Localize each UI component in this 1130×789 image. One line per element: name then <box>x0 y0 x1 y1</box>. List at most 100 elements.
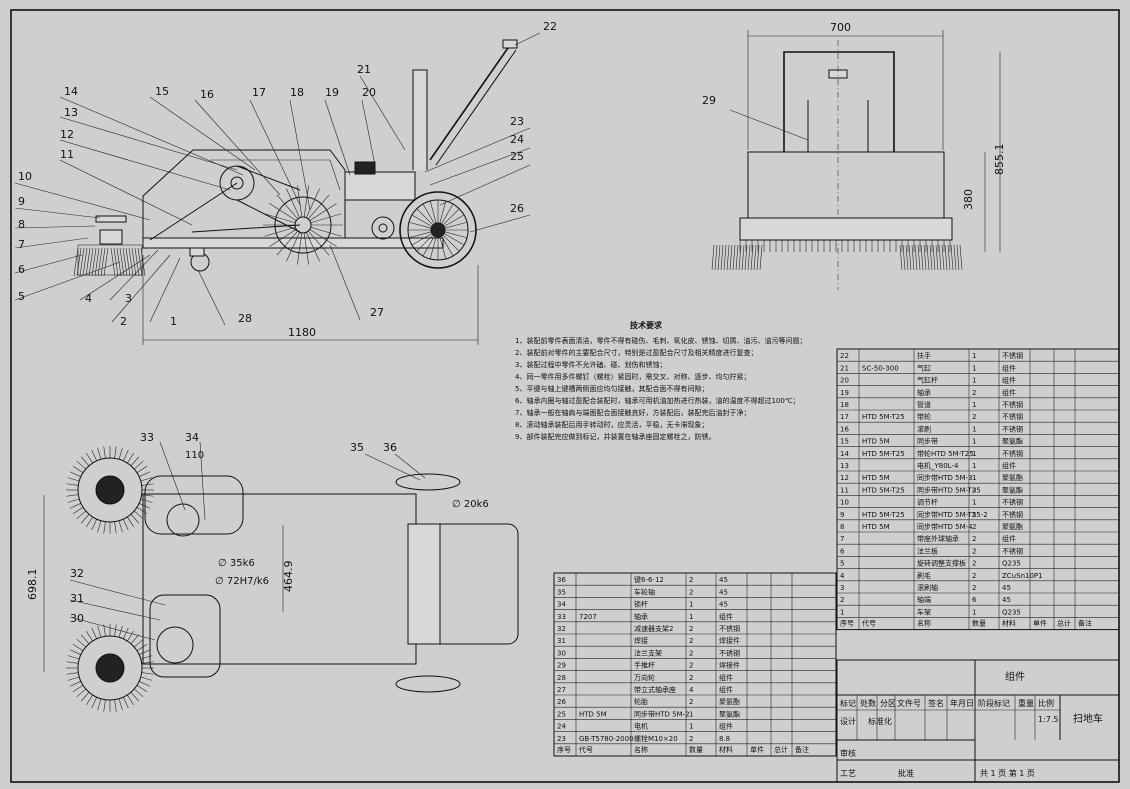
bom-left-hdr-mat: 材料 <box>719 745 733 754</box>
bom-right-r22-no: 22 <box>840 352 849 360</box>
drive-pulley-hub <box>230 176 244 190</box>
tb-label-8: 比例 <box>1038 698 1054 708</box>
bom-right-r15-no: 15 <box>840 438 849 446</box>
bom-left-r24-qty: 1 <box>689 723 693 731</box>
bom-right-r2-no: 2 <box>840 596 844 604</box>
push-handle-edge <box>435 49 517 166</box>
plan-gearbox-bottom <box>149 594 221 678</box>
bom-right-r7-name: 带座外球轴承 <box>917 534 959 543</box>
tech-line-5: 5、平键与轴上键槽两侧面应均匀接触，其配合面不得有间隙； <box>515 384 708 393</box>
bom-left-r27-no: 27 <box>557 686 566 694</box>
bom-right-r8-qty: 2 <box>972 523 976 531</box>
bom-right-r21-name: 气缸 <box>917 363 931 372</box>
bom-left-r33-mat: 组件 <box>719 612 733 621</box>
tech-title: 技术要求 <box>630 320 663 330</box>
bom-right-r21-code: SC-50-300 <box>862 364 899 372</box>
tech-line-7: 7、轴承一般在轴肩与端面配合面接触良好，方装配后，装配完后油封于净； <box>515 408 750 417</box>
tb-scale: 1:7.5 <box>1038 715 1059 724</box>
bom-right-r21-qty: 1 <box>972 364 976 372</box>
bom-left-r25-qty: 1 <box>689 710 693 718</box>
tb-label-7: 重量 <box>1018 698 1034 708</box>
length-dim: 1180 <box>288 326 316 339</box>
bom-left-r33-code: 7207 <box>579 613 597 621</box>
balloon-36: 36 <box>383 441 397 454</box>
bom-right-r16-mat: 不锈钢 <box>1002 424 1023 433</box>
tb-label-1: 处数 <box>860 698 876 708</box>
bom-right-r6-name: 法兰板 <box>917 546 938 555</box>
bom-left-r26-no: 26 <box>557 698 566 706</box>
balloon-20: 20 <box>362 86 376 99</box>
bom-right-r19-no: 19 <box>840 389 849 397</box>
bom-left-r33-no: 33 <box>557 613 566 621</box>
bom-right-r22-name: 扶手 <box>917 351 931 360</box>
bom-right-r3-mat: 45 <box>1002 584 1011 592</box>
plan-leaders <box>69 441 426 641</box>
bom-left-r34-no: 34 <box>557 601 566 609</box>
bom-left-r26-qty: 2 <box>689 698 693 706</box>
plan-handle-post <box>407 523 441 645</box>
leader-29 <box>729 109 809 141</box>
bom-right-r14-no: 14 <box>840 450 849 458</box>
motor-block <box>354 161 376 175</box>
linkage-arm <box>149 182 238 241</box>
balloon-30: 30 <box>70 612 84 625</box>
balloon-7: 7 <box>18 238 25 251</box>
tb-drawing-name: 扫地车 <box>1073 712 1103 725</box>
bom-right-r20-qty: 1 <box>972 377 976 385</box>
bom-right-r18-mat: 不锈钢 <box>1002 400 1023 409</box>
bom-right-r2-name: 轴端 <box>917 595 931 604</box>
plan-width-dim: 698.1 <box>26 569 39 601</box>
bom-right-r16-no: 16 <box>840 425 849 433</box>
handle-frame <box>783 51 895 152</box>
bom-right-r9-no: 9 <box>840 511 844 519</box>
bom-right-r16-qty: 1 <box>972 425 976 433</box>
bom-left-r28-qty: 2 <box>689 674 693 682</box>
rear-wheel <box>399 191 477 269</box>
bom-left-r33-qty: 1 <box>689 613 693 621</box>
bom-right-r9-qty: 5 <box>972 511 976 519</box>
bom-left-r30-no: 30 <box>557 649 566 657</box>
tb-label-5: 年月日 <box>950 698 974 708</box>
bom-left-r34-qty: 1 <box>689 601 693 609</box>
tb-material: 组件 <box>1005 670 1025 683</box>
bom-left-hdr-code: 代号 <box>579 745 593 754</box>
bom-left-r27-qty: 4 <box>689 686 694 694</box>
plan-brush-top <box>66 446 154 534</box>
bom-right-hdr-qty: 数量 <box>972 619 986 628</box>
bom-right-r5-no: 5 <box>840 560 844 568</box>
front-view: 700 29 855.1 380 <box>702 21 1006 290</box>
bom-left-r23-no: 23 <box>557 735 566 743</box>
balloon-4: 4 <box>85 292 92 305</box>
balloon-18: 18 <box>290 86 304 99</box>
bom-right-r19-mat: 组件 <box>1002 388 1016 397</box>
bom-right-r7-no: 7 <box>840 535 844 543</box>
bom-right-r17-code: HTD 5M-T25 <box>862 413 905 421</box>
tech-line-6: 6、轴承内圈与轴过盈配合装配时，轴承可用机油加热进行热装，油的温度不得超过100… <box>515 396 800 405</box>
bom-right-r6-no: 6 <box>840 547 845 555</box>
bom-right-r13-qty: 1 <box>972 462 976 470</box>
bom-right-r19-qty: 2 <box>972 389 976 397</box>
bom-right-r3-qty: 2 <box>972 584 976 592</box>
push-handle <box>429 44 511 161</box>
side-view: 1 2 3 4 5 6 7 8 9 10 11 12 13 14 15 16 1… <box>14 20 557 345</box>
bom-right-r4-qty: 2 <box>972 572 976 580</box>
bom-left-r36-mat: 45 <box>719 576 728 584</box>
bom-right-r12-no: 12 <box>840 474 849 482</box>
bom-left-r32-no: 32 <box>557 625 566 633</box>
bom-right-r5-name: 旋转调整支撑板 <box>917 559 966 568</box>
bom-right-hdr-remark: 备注 <box>1078 619 1092 628</box>
bom-right-r21-mat: 组件 <box>1002 363 1016 372</box>
bom-left-r25-code: HTD 5M <box>579 710 607 718</box>
bom-right-hdr-unit: 单件 <box>1033 619 1047 628</box>
bom-right-r3-name: 滚刷轴 <box>917 583 938 592</box>
tb-approve: 批准 <box>898 768 914 778</box>
bom-left-hdr-total: 总计 <box>774 745 788 754</box>
bom-right-r9-name: 同步带HTD 5M-T25-2 <box>917 511 988 519</box>
idler-pulley <box>371 216 395 240</box>
bom-left-r35-qty: 2 <box>689 588 693 596</box>
bom-left-r35-no: 35 <box>557 588 566 596</box>
bom-right-r15-qty: 1 <box>972 438 976 446</box>
balloon-24: 24 <box>510 133 524 146</box>
motor-housing <box>344 171 416 201</box>
